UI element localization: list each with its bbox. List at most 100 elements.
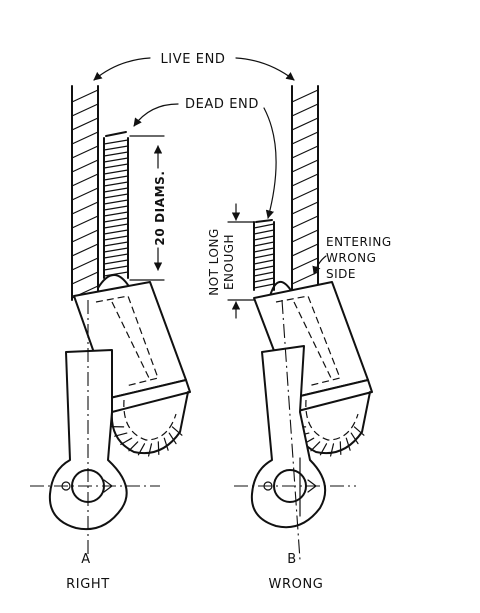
rope-strand (103, 187, 129, 193)
rope-strand (71, 173, 99, 187)
rope-strand (253, 241, 275, 247)
rope-strand (103, 145, 129, 151)
entering-wrong-side-line3: SIDE (326, 267, 356, 281)
twenty-diameters-label: 20 DIAMS. (153, 170, 167, 245)
rope-strand (103, 211, 129, 217)
rope-strand (350, 432, 359, 445)
figure-b-caption: WRONG (269, 577, 324, 592)
figure-a-dead-end-rope (103, 131, 129, 279)
not-long-enough-label-line1: NOT LONG (207, 228, 221, 296)
rope-strand (71, 229, 99, 243)
rope-strand (103, 151, 129, 157)
rope-strand (128, 441, 139, 452)
rope-strand (103, 199, 129, 205)
rope-strand (137, 443, 146, 456)
rope-strand (339, 441, 342, 455)
entering-wrong-side-callout: ENTERING WRONG SIDE (312, 235, 392, 281)
rope-strand (253, 253, 275, 259)
rope-strand (253, 247, 275, 253)
rope-strand (103, 259, 129, 265)
rope-strand (291, 117, 319, 131)
rope-strand (291, 257, 319, 271)
live-end-callout: LIVE END (93, 52, 295, 81)
rope-strand (168, 432, 177, 445)
rope-strand (148, 443, 153, 457)
rope-strand (253, 265, 275, 271)
figure-a-live-end-rope (71, 85, 99, 301)
figure-a-wedge (110, 391, 189, 457)
rope-strand (71, 243, 99, 257)
figure-a-shank-eye (30, 300, 160, 560)
rope-strand (71, 187, 99, 201)
figure-b-dead-end-rope (253, 219, 275, 291)
rope-strand (291, 145, 319, 159)
rope-strand (103, 241, 129, 247)
rope-strand (71, 89, 99, 103)
rope-strand (253, 259, 275, 265)
rope-strand (291, 159, 319, 173)
rope-strand (291, 89, 319, 103)
rope-strand (71, 145, 99, 159)
rope-strand (253, 223, 275, 229)
figure-b-wrong: B WRONG (234, 85, 373, 592)
rope-strand (253, 235, 275, 241)
figure-b-live-end-rope (291, 85, 319, 299)
rope-strand (291, 243, 319, 257)
figure-b-loop (269, 281, 293, 297)
rope-strand (345, 437, 351, 451)
rope-strand (114, 432, 128, 437)
rope-strand (71, 103, 99, 117)
rope-strand (120, 437, 133, 446)
rope-strand (291, 131, 319, 145)
rope-strand (71, 257, 99, 271)
rope-strand (291, 215, 319, 229)
rope-strand (71, 201, 99, 215)
figure-a-caption: RIGHT (66, 577, 110, 592)
figure-b-letter: B (287, 552, 297, 567)
rope-strand (353, 426, 365, 436)
dead-end-label: DEAD END (185, 97, 259, 112)
rope-strand (103, 223, 129, 229)
rope-strand (71, 131, 99, 145)
figure-a-letter: A (81, 552, 91, 567)
rope-strand (103, 205, 129, 211)
rope-strand (71, 271, 99, 285)
rope-strand (103, 265, 129, 271)
rope-strand (291, 229, 319, 243)
rope-strand (103, 271, 129, 277)
rope-strand (291, 201, 319, 215)
rope-strand (103, 157, 129, 163)
rope-strand (103, 217, 129, 223)
rope-strand (253, 229, 275, 235)
rope-strand (103, 253, 129, 259)
rope-strand (291, 173, 319, 187)
figure-a-right: A RIGHT (30, 85, 191, 592)
rope-strand (103, 175, 129, 181)
rope-strand (103, 247, 129, 253)
figure-b-shank-eye (234, 299, 356, 561)
rope-strand (253, 283, 275, 289)
rope-strand (103, 193, 129, 199)
figure-a-loop (97, 274, 131, 289)
rope-strand (103, 139, 129, 145)
rope-strand (291, 103, 319, 117)
rope-strand (253, 277, 275, 283)
rope-strand (291, 187, 319, 201)
rope-strand (163, 437, 169, 451)
entering-wrong-side-line1: ENTERING (326, 235, 392, 249)
twenty-diameters-dimension: 20 DIAMS. (129, 135, 167, 281)
rope-strand (71, 159, 99, 173)
rope-strand (171, 426, 183, 436)
rope-strand (330, 443, 335, 457)
live-end-label: LIVE END (160, 52, 225, 67)
rope-strand (310, 441, 321, 452)
entering-wrong-side-line2: WRONG (326, 251, 376, 265)
rope-strand (157, 441, 160, 455)
rope-strand (103, 181, 129, 187)
rope-strand (71, 215, 99, 229)
rope-strand (71, 117, 99, 131)
rope-strand (103, 163, 129, 169)
dead-end-callout: DEAD END (133, 97, 277, 219)
rope-strand (253, 271, 275, 277)
